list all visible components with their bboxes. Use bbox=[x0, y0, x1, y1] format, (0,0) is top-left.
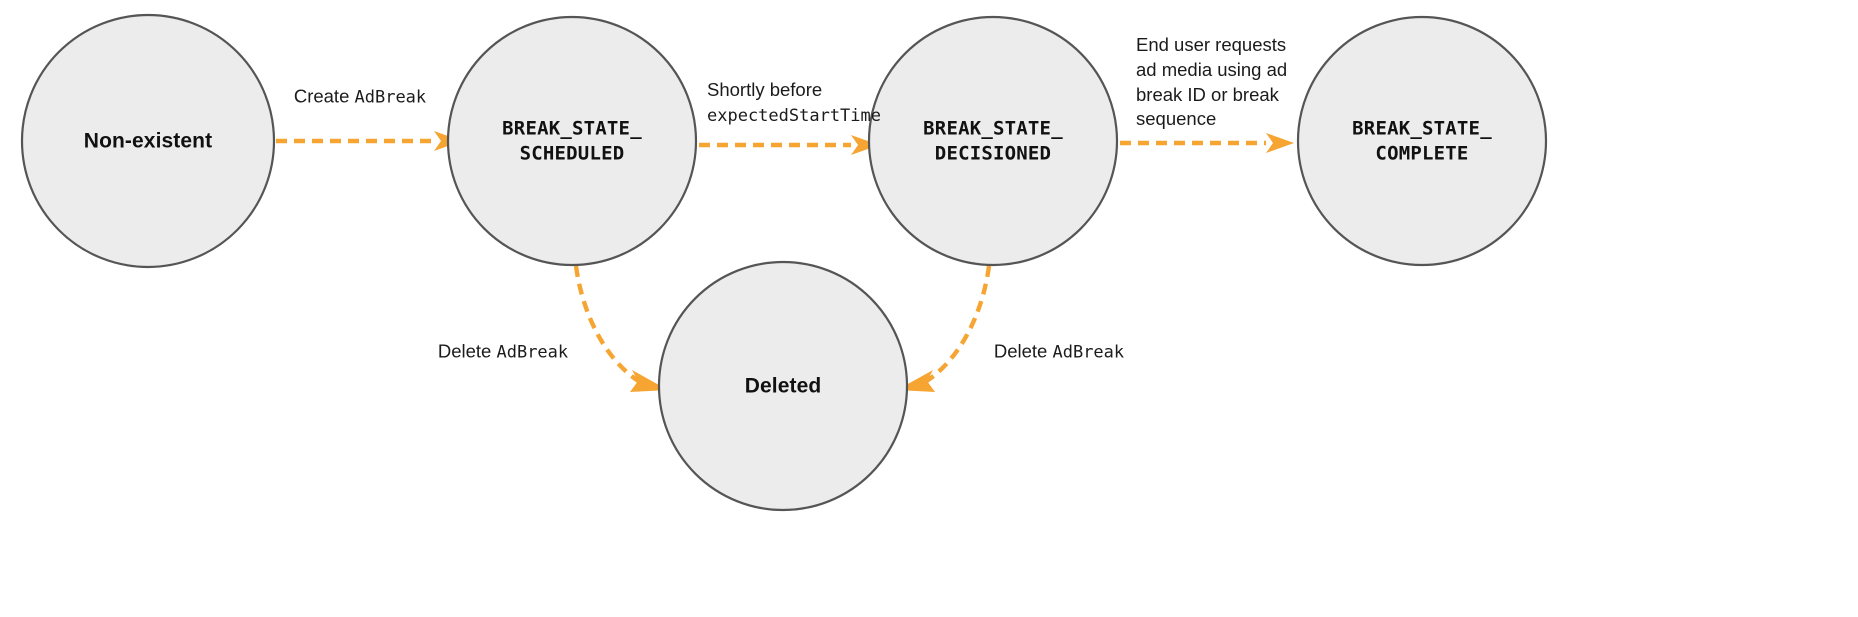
node-break-state-scheduled[interactable] bbox=[446, 15, 698, 267]
node-break-state-complete[interactable] bbox=[1296, 15, 1548, 267]
edge-delete-adbreak-from-decisioned bbox=[897, 265, 992, 392]
edge-create-adbreak bbox=[276, 131, 462, 151]
node-break-state-decisioned[interactable] bbox=[867, 15, 1119, 267]
edge-end-user-requests-ad-media bbox=[1120, 133, 1294, 153]
node-non-existent[interactable] bbox=[20, 13, 276, 269]
node-deleted[interactable] bbox=[657, 260, 909, 512]
edge-shortly-before-expected-start-time bbox=[699, 135, 879, 155]
edge-delete-adbreak-from-scheduled bbox=[573, 265, 668, 392]
